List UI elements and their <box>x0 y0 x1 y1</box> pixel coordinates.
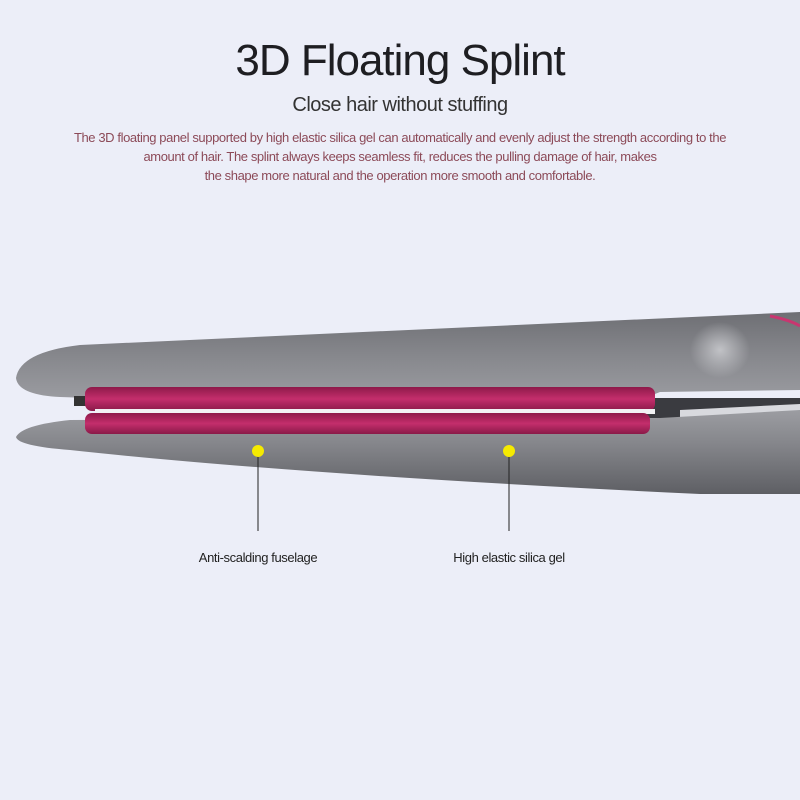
page-title: 3D Floating Splint <box>235 36 565 85</box>
callout-label-silica-gel: High elastic silica gel <box>453 550 565 565</box>
page-subtitle: Close hair without stuffing <box>292 94 508 116</box>
upper-plate <box>85 387 655 411</box>
lower-plate <box>85 413 650 434</box>
description-line: The 3D floating panel supported by high … <box>73 130 727 145</box>
white-strip <box>95 409 655 414</box>
description: The 3D floating panel supported by high … <box>40 128 760 185</box>
description-line: the shape more natural and the operation… <box>204 168 596 183</box>
callout-dot <box>252 445 264 457</box>
callout-dot <box>503 445 515 457</box>
description-line: amount of hair. The splint always keeps … <box>143 149 657 164</box>
upper-arm <box>16 312 800 398</box>
callout-label-anti-scalding: Anti-scalding fuselage <box>198 550 318 565</box>
